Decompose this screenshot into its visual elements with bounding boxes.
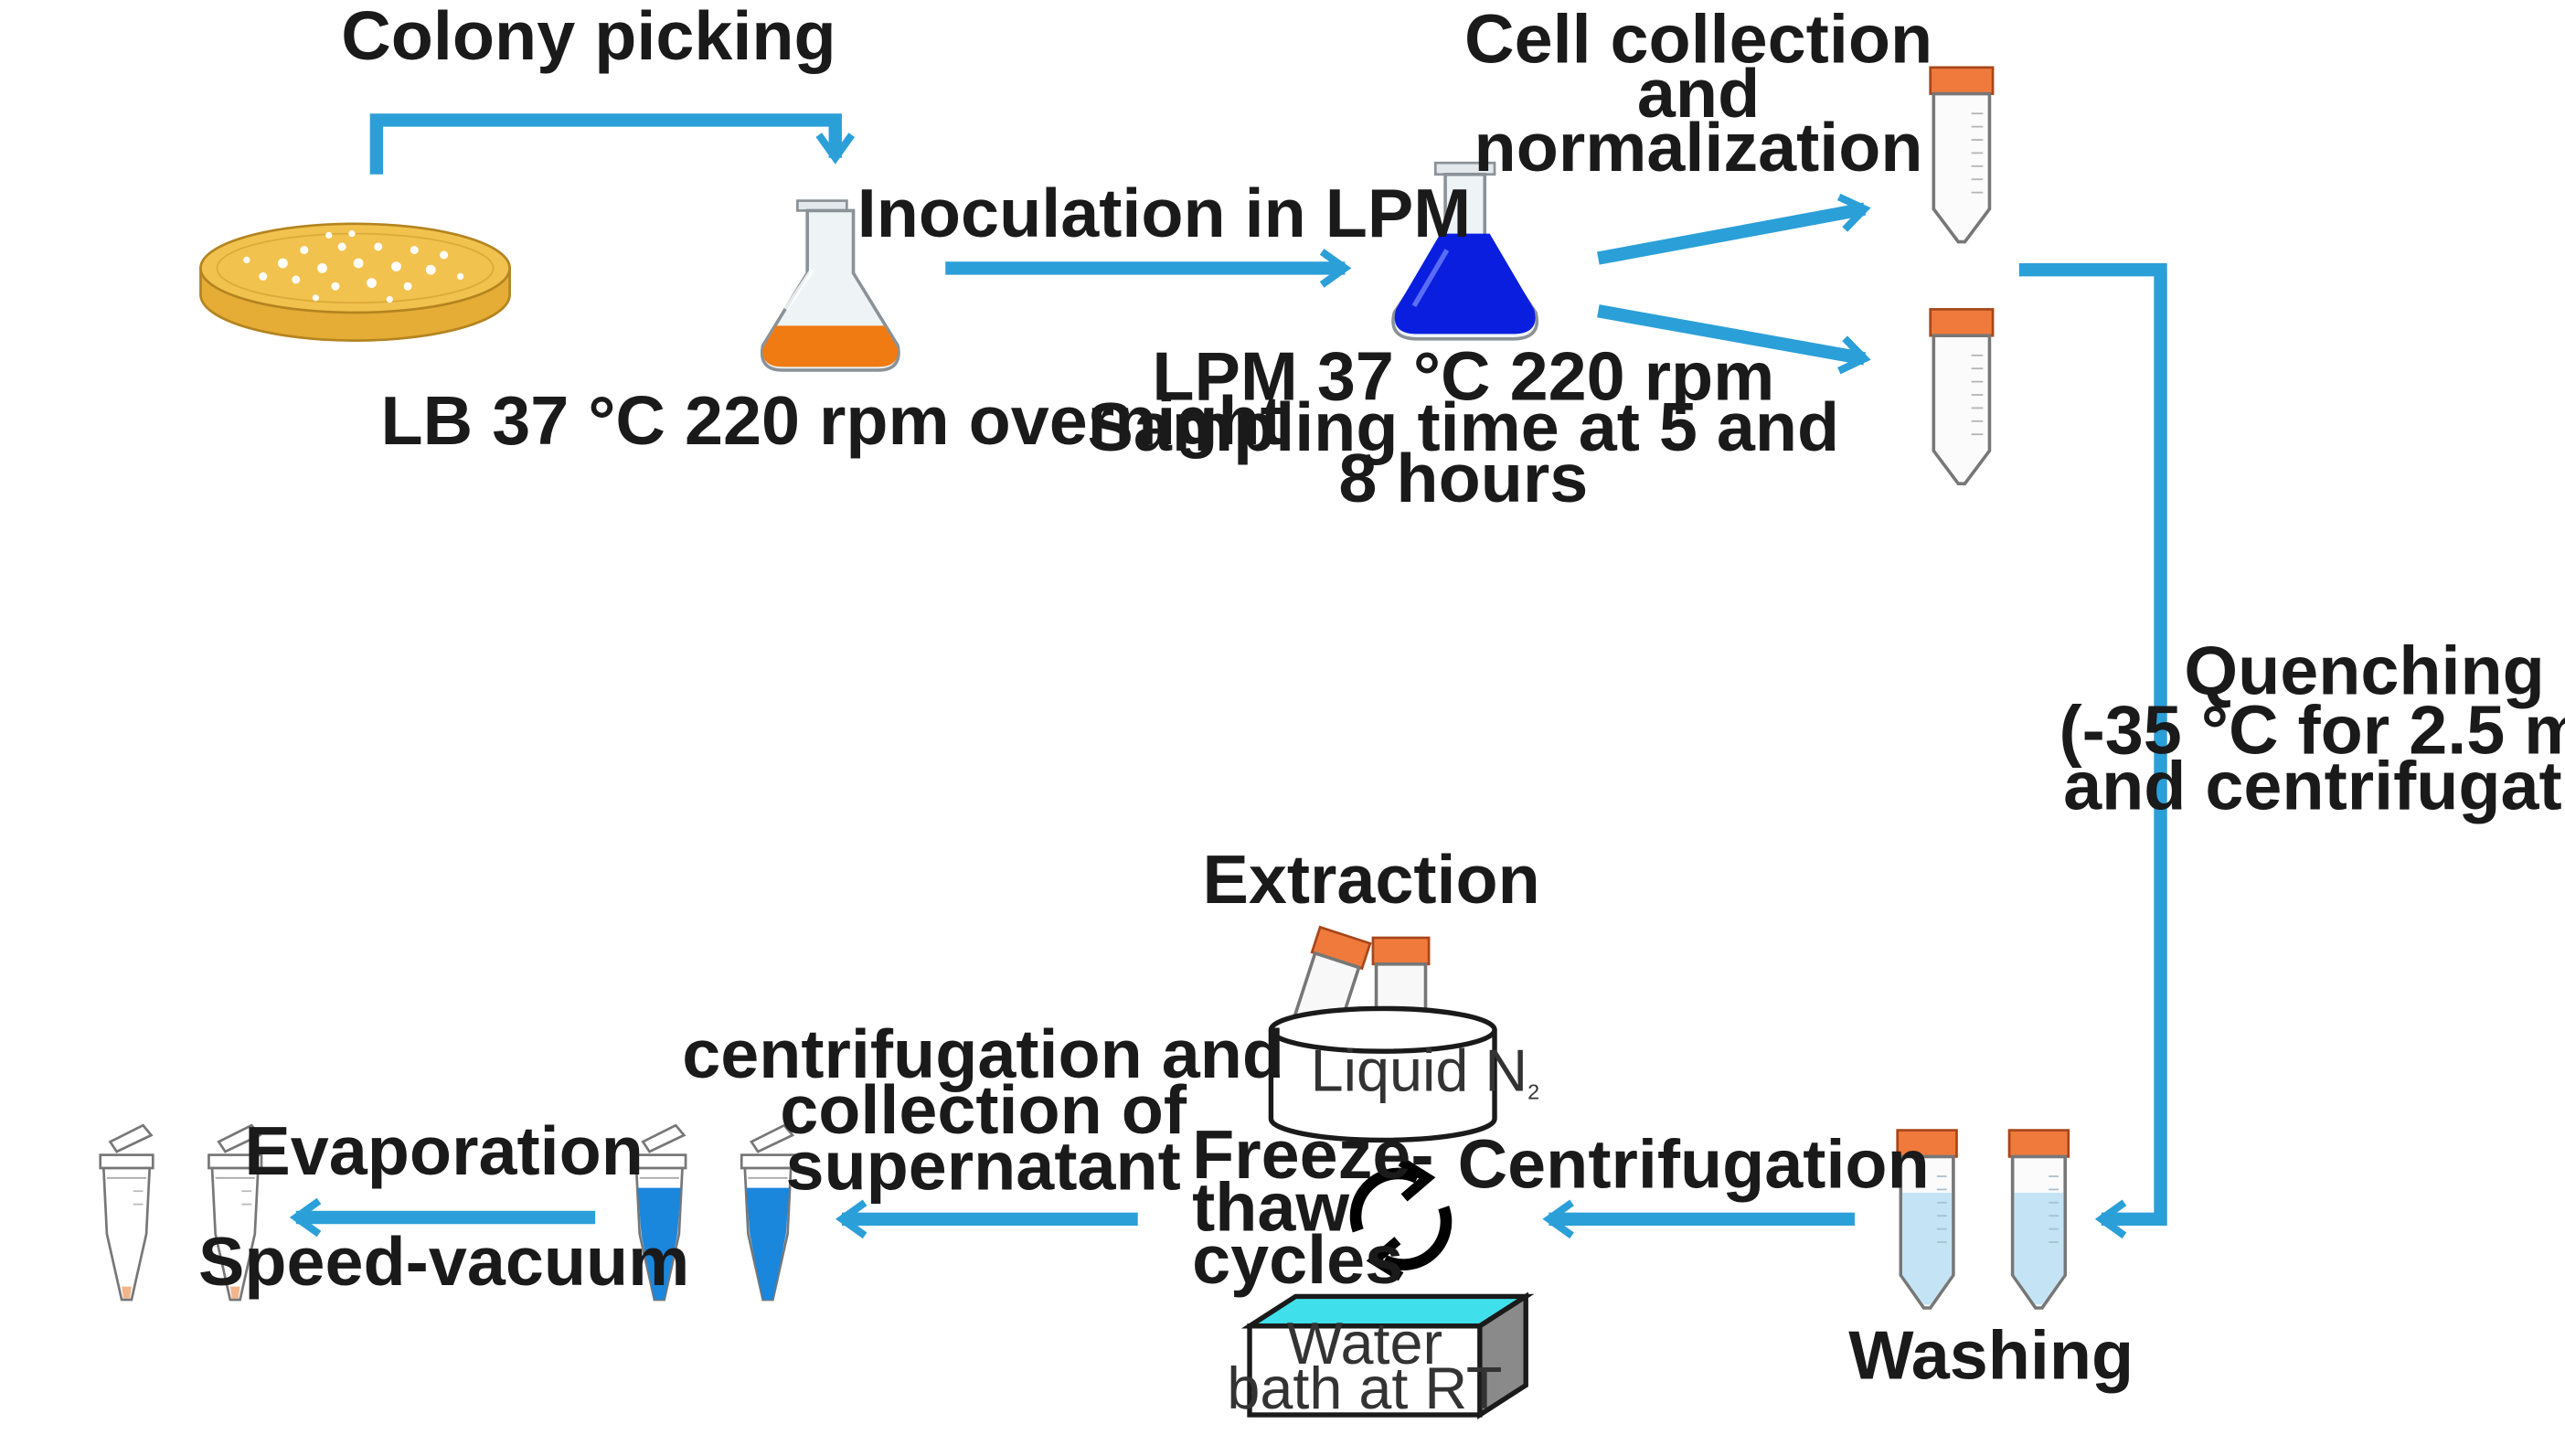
arrow-to-tube-2: [1597, 304, 1871, 375]
step-labels: Colony picking LB 37 °C 220 rpm overnigh…: [198, 0, 2565, 1394]
label-speed-vacuum: Speed-vacuum: [198, 1224, 689, 1301]
label-lpm-culture-line-2: Sampling time at 5 and: [1088, 389, 1840, 466]
petri-dish-icon: [199, 222, 511, 342]
label-supernatant-line-2: collection of: [780, 1072, 1187, 1149]
liquid-nitrogen-container-icon: Liquid N2: [1268, 925, 1540, 1143]
label-supernatant-line-3: supernatant: [785, 1128, 1180, 1205]
label-colony-picking: Colony picking: [341, 0, 835, 75]
water-bath-label-line-2: bath at RT: [1227, 1355, 1502, 1421]
label-centrifugation: Centrifugation: [1458, 1127, 1930, 1204]
arrow-colony-picking: [369, 113, 856, 175]
label-cell-collection-line-3: normalization: [1474, 110, 1923, 186]
label-washing: Washing: [1848, 1317, 2134, 1394]
water-bath-label-line-1: Water: [1287, 1310, 1442, 1376]
label-inoculation: Inoculation in LPM: [857, 175, 1471, 252]
arrow-to-tube-1: [1597, 193, 1871, 265]
label-cell-collection-line-1: Cell collection: [1464, 1, 1932, 78]
label-freeze-thaw-line-1: Freeze-: [1192, 1117, 1433, 1194]
flask-lpm-icon: [1391, 161, 1538, 341]
arrow-quenching: [2018, 263, 2167, 1239]
cycle-arrows-icon: [1349, 1157, 1453, 1281]
water-bath-icon: Water bath at RT: [1227, 1291, 1535, 1421]
label-lpm-culture-line-1: LPM 37 °C 220 rpm: [1152, 338, 1774, 415]
label-lpm-culture-line-3: 8 hours: [1338, 441, 1588, 517]
microtube-group-supernatant: [632, 1123, 796, 1302]
liquid-n2-label: Liquid N2: [1311, 1036, 1540, 1103]
label-quenching-line-3: and centrifugation: [2063, 749, 2565, 825]
falcon-tube-icon: [1928, 307, 1995, 486]
microtube-group-evaporated: [99, 1123, 263, 1302]
label-freeze-thaw-line-2: thaw: [1192, 1169, 1349, 1246]
falcon-tube-icon: [2007, 1128, 2070, 1310]
flow-arrows: [289, 113, 2167, 1239]
flask-lb-icon: [760, 199, 900, 372]
label-freeze-thaw-line-3: cycles: [1192, 1222, 1403, 1299]
label-extraction: Extraction: [1202, 842, 1539, 919]
microcentrifuge-tube-icon: [99, 1123, 154, 1302]
label-lb-culture: LB 37 °C 220 rpm overnight: [381, 383, 1283, 460]
label-evaporation: Evaporation: [244, 1113, 644, 1190]
falcon-tube-icon: [1928, 66, 1995, 244]
label-quenching-line-2: (-35 °C for 2.5 min): [2059, 692, 2565, 769]
label-quenching-line-1: Quenching: [2184, 633, 2544, 710]
label-cell-collection-line-2: and: [1637, 56, 1760, 133]
label-supernatant-line-1: centrifugation and: [682, 1016, 1284, 1093]
